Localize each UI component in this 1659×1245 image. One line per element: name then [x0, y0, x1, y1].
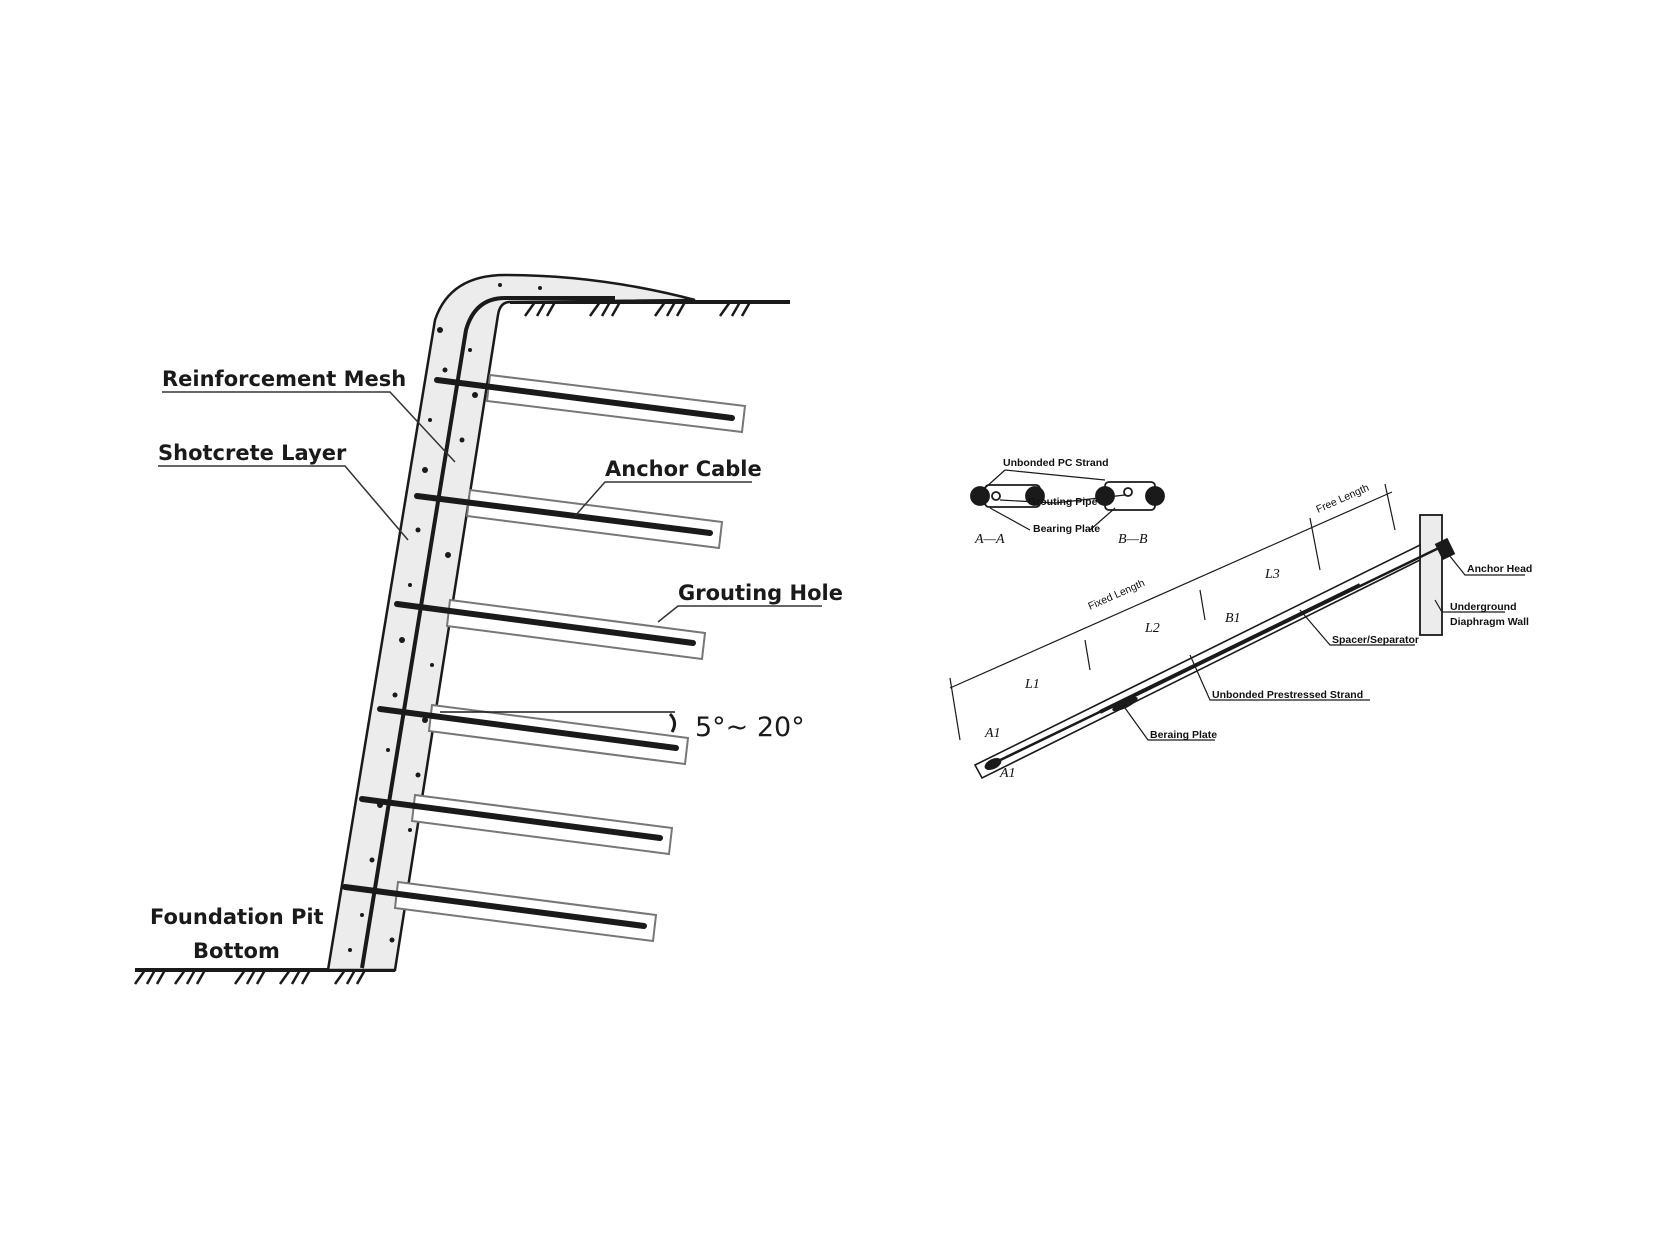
section-leaders	[984, 469, 1126, 531]
label-anchor-cable: Anchor Cable	[605, 457, 762, 481]
left-leader-lines	[158, 391, 822, 623]
anchor-tip	[984, 758, 1002, 770]
label-fixed-length: Fixed Length	[1086, 577, 1146, 613]
label-section-aa: A—A	[974, 532, 1005, 547]
cross-sections	[970, 481, 1165, 511]
section-bb-right-cap	[1145, 486, 1165, 506]
label-reinforcement-mesh: Reinforcement Mesh	[162, 367, 406, 391]
label-a1-top: A1	[984, 726, 1001, 741]
section-aa-pipe	[991, 491, 1001, 501]
section-aa-right-cap	[1025, 486, 1045, 506]
label-unbonded-pc-strand: Unbonded PC Strand	[1003, 457, 1109, 469]
reinforcement-mesh	[360, 296, 615, 969]
label-unbonded-prestressed-strand: Unbonded Prestressed Strand	[1212, 689, 1363, 701]
label-pit-bottom-1: Foundation Pit	[150, 905, 324, 929]
label-bearing-plate-section: Bearing Plate	[1033, 523, 1100, 535]
anchor-cable-3	[394, 601, 696, 646]
label-l1: L1	[1024, 677, 1040, 692]
label-grouting-pipe: Grouting Pipe	[1028, 496, 1098, 508]
label-beraing-plate: Beraing Plate	[1150, 729, 1217, 741]
leader-grouting-hole	[657, 605, 822, 623]
leader-reinforcement-mesh	[162, 391, 456, 463]
label-angle: 5°~ 20°	[695, 712, 805, 743]
anchor-cable-4	[377, 706, 679, 751]
strand-inner-line	[1099, 583, 1361, 714]
anchor-cable-6	[342, 884, 647, 929]
section-bb-pipe	[1123, 487, 1133, 497]
label-l2: L2	[1144, 621, 1160, 636]
label-underground: Underground	[1450, 601, 1517, 613]
soil-hatching-top	[523, 301, 752, 317]
label-spacer-separator: Spacer/Separator	[1332, 634, 1419, 646]
anchor-cable-2	[414, 493, 713, 536]
label-shotcrete-layer: Shotcrete Layer	[158, 441, 347, 465]
label-free-length: Free Length	[1314, 482, 1371, 516]
label-grouting-hole: Grouting Hole	[678, 581, 843, 605]
label-section-bb: B—B	[1118, 532, 1148, 547]
anchor-cable-5	[359, 796, 663, 841]
label-b1: B1	[1225, 611, 1241, 626]
anchor-head-shape	[1434, 537, 1456, 561]
label-a1-bottom: A1	[999, 766, 1016, 781]
right-diagram-anchor-detail: Unbonded PC Strand Grouting Pipe Bearing…	[949, 457, 1532, 781]
right-leader-lines	[1124, 549, 1525, 741]
label-anchor-head: Anchor Head	[1467, 563, 1532, 575]
diaphragm-wall	[1419, 514, 1443, 636]
anchor-cable-1	[434, 377, 735, 421]
label-l3: L3	[1264, 567, 1280, 582]
dimension-lines	[949, 483, 1396, 741]
section-aa-left-cap	[970, 486, 990, 506]
leader-shotcrete-layer	[158, 465, 409, 541]
angle-arc	[668, 712, 677, 733]
label-pit-bottom-2: Bottom	[193, 939, 280, 963]
left-diagram-soil-nail-wall: Reinforcement Mesh Shotcrete Layer Ancho…	[133, 273, 843, 985]
leader-anchor-cable	[574, 481, 752, 517]
soil-hatching-bottom	[133, 969, 367, 985]
anchor-body	[973, 543, 1421, 780]
beraing-plate-shape	[1112, 696, 1138, 712]
anchor-cables	[342, 377, 735, 929]
label-diaphragm-wall: Diaphragm Wall	[1450, 616, 1529, 628]
